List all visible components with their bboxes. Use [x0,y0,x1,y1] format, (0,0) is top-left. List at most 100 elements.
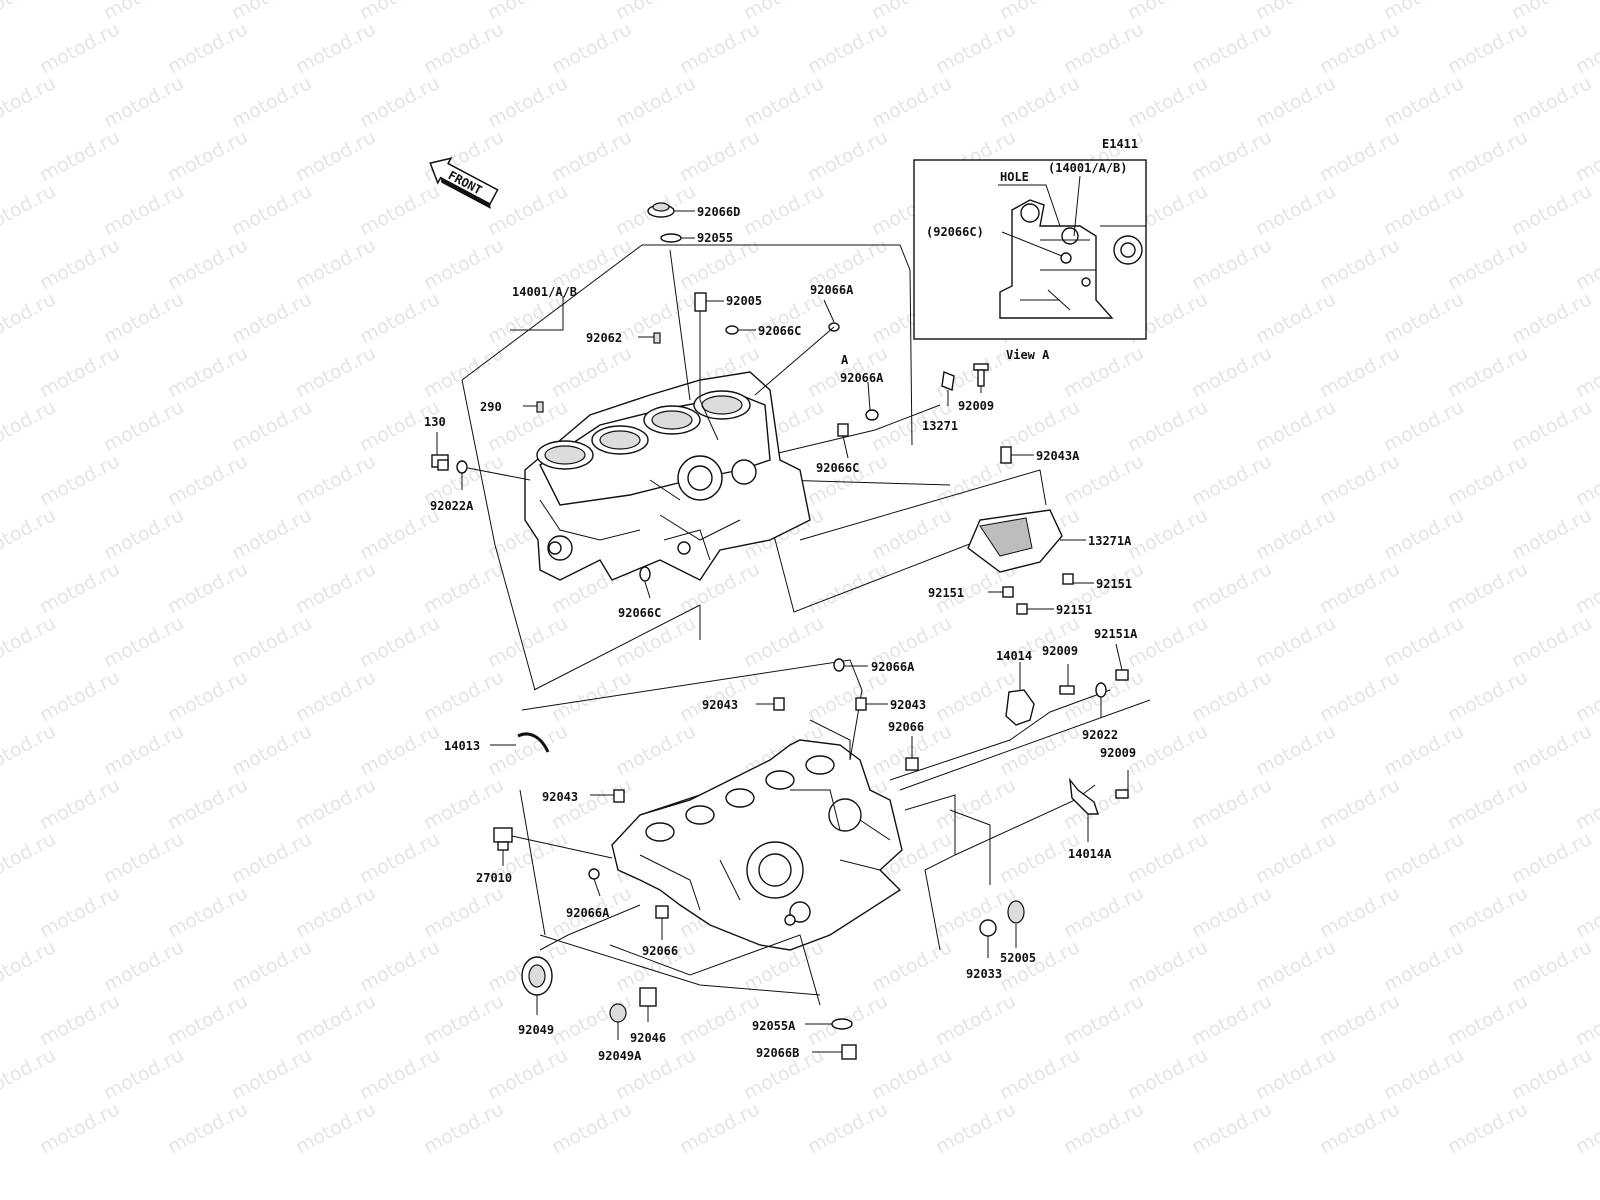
watermark-text: motod.ru [1188,666,1275,726]
label-92066C-low: 92066C [618,606,661,620]
watermark-text: motod.ru [1444,18,1531,78]
part-52005-icon [1007,900,1025,924]
watermark-text: motod.ru [996,936,1083,996]
watermark-text: motod.ru [1380,1044,1467,1104]
label-92066D: 92066D [697,205,740,219]
watermark-text: motod.ru [612,72,699,132]
watermark-text: motod.ru [36,342,123,402]
watermark-text: motod.ru [1316,1098,1403,1158]
watermark-text: motod.ru [932,882,1019,942]
part-92151-left-icon [1002,586,1014,598]
label-92033: 92033 [966,967,1002,981]
label-14013: 14013 [444,739,480,753]
watermark-text: motod.ru [1060,1098,1147,1158]
watermark-text: motod.ru [0,288,59,348]
watermark-text: motod.ru [164,126,251,186]
lower-crankcase [611,739,903,951]
watermark-text: motod.ru [1508,396,1595,456]
watermark-text: motod.ru [292,558,379,618]
watermark-text: motod.ru [1380,720,1467,780]
label-14014A: 14014A [1068,847,1112,861]
label-92066A-mid: 92066A [840,371,884,385]
watermark-text: motod.ru [100,828,187,888]
watermark-text: motod.ru [1380,180,1467,240]
part-92033-icon [979,919,997,937]
watermark-text: motod.ru [164,1098,251,1158]
label-92066-mid: 92066 [888,720,924,734]
watermark-text: motod.ru [356,720,443,780]
part-92151-right-icon [1062,573,1074,585]
part-27010-icon [493,827,513,851]
watermark-text: motod.ru [868,1044,955,1104]
watermark-text: motod.ru [228,1044,315,1104]
watermark-text: motod.ru [228,828,315,888]
watermark-text: motod.ru [164,990,251,1050]
watermark-text: motod.ru [1316,882,1403,942]
watermark-text: motod.ru [1252,828,1339,888]
part-92066A-mid-icon [865,409,879,421]
watermark-text: motod.ru [0,936,59,996]
watermark-text: motod.ru [996,72,1083,132]
watermark-text: motod.ru [228,72,315,132]
label-92043-right: 92043 [890,698,926,712]
part-92046-icon [639,987,657,1007]
part-92066B-icon [841,1044,857,1060]
watermark-text: motod.ru [1380,396,1467,456]
watermark-text: motod.ru [420,666,507,726]
label-130: 130 [424,415,446,429]
watermark-text: motod.ru [164,342,251,402]
part-92066C-mid-icon [837,423,849,437]
label-92022: 92022 [1082,728,1118,742]
watermark-text: motod.ru [1508,72,1595,132]
watermark-text: motod.ru [1124,936,1211,996]
watermark-text: motod.ru [740,612,827,672]
label-13271A: 13271A [1088,534,1132,548]
watermark-text: motod.ru [868,936,955,996]
label-92049A: 92049A [598,1049,642,1063]
watermark-text: motod.ru [1124,1044,1211,1104]
watermark-text: motod.ru [0,72,59,132]
inset-part-label: (14001/A/B) [1048,161,1127,175]
watermark-text: motod.ru [0,504,59,564]
watermark-text: motod.ru [292,450,379,510]
watermark-text: motod.ru [36,990,123,1050]
watermark-text: motod.ru [1444,450,1531,510]
watermark-text: motod.ru [100,612,187,672]
part-92062-icon [653,332,661,344]
watermark-text: motod.ru [1572,558,1600,618]
label-92055A: 92055A [752,1019,796,1033]
part-92043-lowleft-icon [613,789,625,803]
watermark-text: motod.ru [36,774,123,834]
watermark-text: motod.ru [1060,342,1147,402]
watermark-text: motod.ru [1188,774,1275,834]
watermark-text: motod.ru [740,72,827,132]
watermark-text: motod.ru [1508,720,1595,780]
part-92043A-icon [1000,446,1012,464]
watermark-text: motod.ru [0,396,59,456]
watermark-text: motod.ru [292,234,379,294]
label-27010: 27010 [476,871,512,885]
watermark-text: motod.ru [100,288,187,348]
part-92049-icon [521,956,553,996]
watermark-text: motod.ru [1124,396,1211,456]
watermark-text: motod.ru [100,936,187,996]
watermark-text: motod.ru [932,18,1019,78]
part-92055A-icon [831,1018,853,1030]
watermark-text: motod.ru [164,234,251,294]
watermark-text: motod.ru [1252,612,1339,672]
watermark-text: motod.ru [356,936,443,996]
watermark-text: motod.ru [292,666,379,726]
label-92009-top: 92009 [958,399,994,413]
label-92009-mid: 92009 [1042,644,1078,658]
diagram-code: E1411 [1102,137,1138,151]
watermark-text: motod.ru [0,828,59,888]
watermark-text: motod.ru [484,1044,571,1104]
watermark-text: motod.ru [548,18,635,78]
part-92066A-low-icon [833,658,845,672]
watermark-text: motod.ru [548,774,635,834]
part-92055-icon [660,233,682,243]
watermark-text: motod.ru [420,1098,507,1158]
label-14001AB: 14001/A/B [512,285,577,299]
label-92151-bottom: 92151 [1056,603,1092,617]
